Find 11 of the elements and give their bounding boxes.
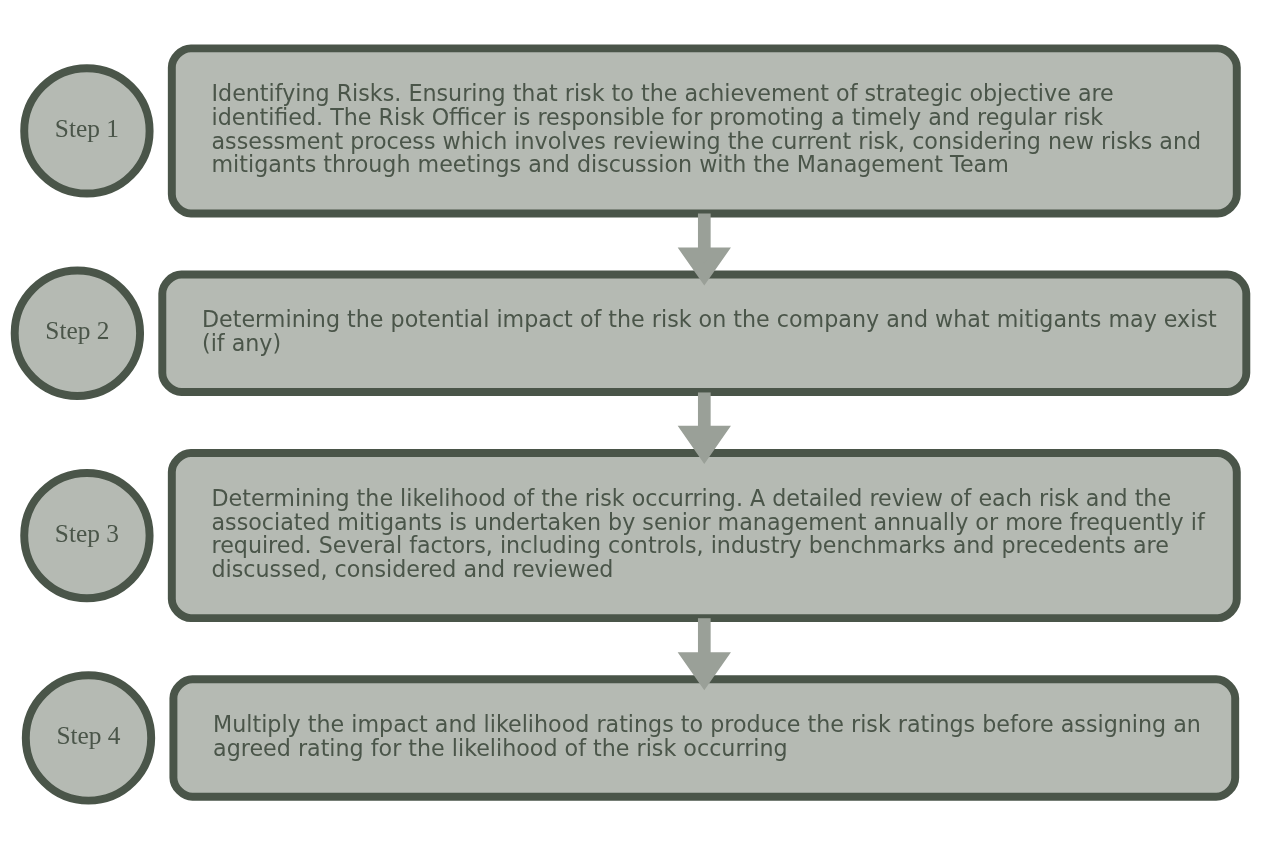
node-box: Determining the potential impact of the risk on the company and what mitigants may exist (if any) [158, 270, 1251, 396]
node-box: Determining the likelihood of the risk occurring. A detailed review of each risk and the associated mitigants is undertaken by senior management annually or more frequently if required. Several factors, including controls, industry benchmarks and precedents are discussed, considered and reviewed [167, 449, 1241, 623]
node-circle: Step 3 [20, 468, 154, 603]
node-circle: Step 2 [10, 266, 145, 400]
node-circle: Step 4 [21, 671, 156, 805]
node-box: Multiply the impact and likelihood ratings to produce the risk ratings before assigning an agreed rating for the likelihood of the risk occurring [169, 675, 1240, 801]
arrow [677, 392, 731, 464]
arrow [677, 618, 731, 691]
arrow [677, 213, 731, 286]
node-circle: Step 1 [20, 64, 154, 198]
node-box: Identifying Risks. Ensuring that risk to the achievement of strategic objective are identified. The Risk Officer is responsible for promoting a timely and regular risk assessment process which involves reviewing the current risk, considering new risks and mitigants through meetings and discussion with the Management Team [167, 44, 1241, 218]
